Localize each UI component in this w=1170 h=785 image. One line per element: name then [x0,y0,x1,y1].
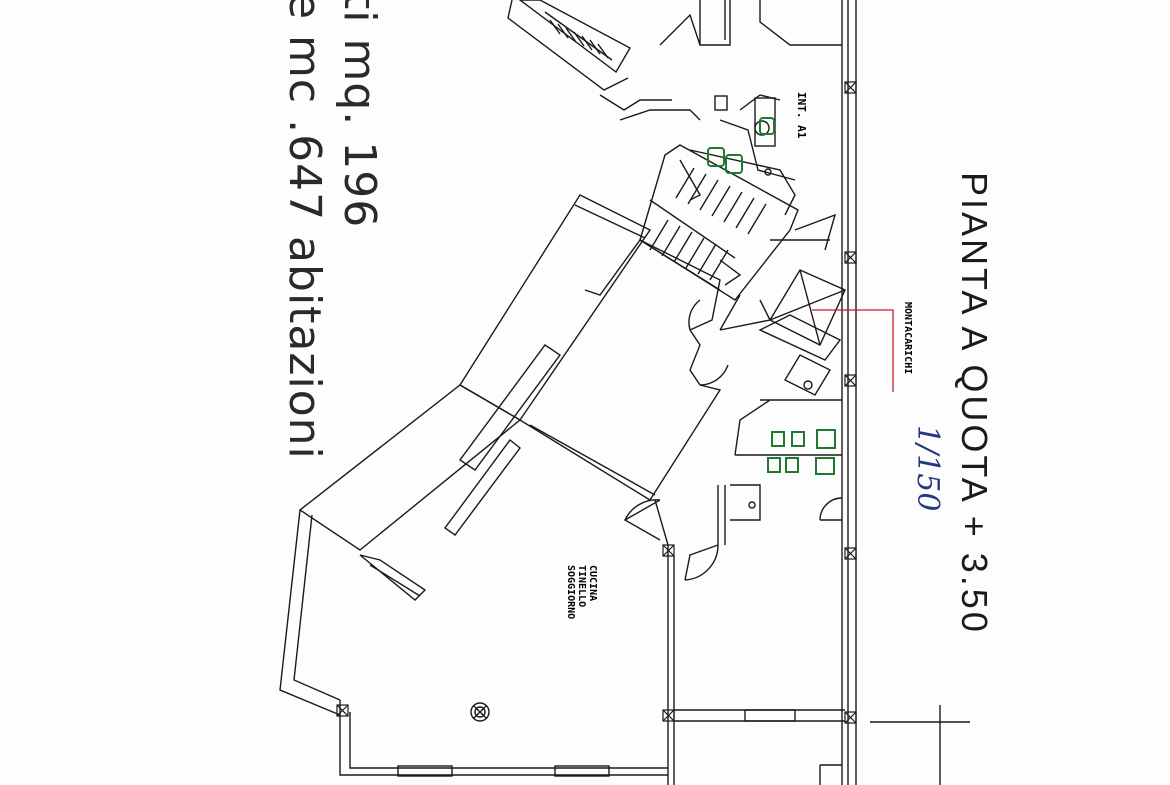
facade-wall [841,0,857,785]
room-label-line: TINELLO [576,565,587,608]
room-label: CUCINA TINELLO SOGGIORNO [565,565,598,619]
dimension-marks [819,705,970,785]
floor-area-note: ti mq. 196 [334,0,385,229]
entry-details [714,94,813,509]
upper-stair [507,0,842,121]
room-label-line: CUCINA [587,565,598,602]
lift-leader-line [812,309,894,392]
scale-note: 1/150 [910,425,945,512]
plan-title: PIANTA A QUOTA + 3.50 [954,172,995,635]
lift-label: MONTACARICHI [902,302,913,375]
lift-shaft [719,269,846,396]
room-label-line: SOGGIORNO [565,565,576,620]
volume-note: e mc .647 abitazioni [279,0,330,460]
column-symbol [470,702,490,722]
facade-columns [336,81,857,724]
service-block [623,399,845,722]
unit-label: INT. A1 [795,92,808,139]
balcony-wall [279,509,675,785]
stair-core [639,144,837,301]
diagonal-rooms [298,194,729,551]
sanitary-fixtures [707,117,836,475]
